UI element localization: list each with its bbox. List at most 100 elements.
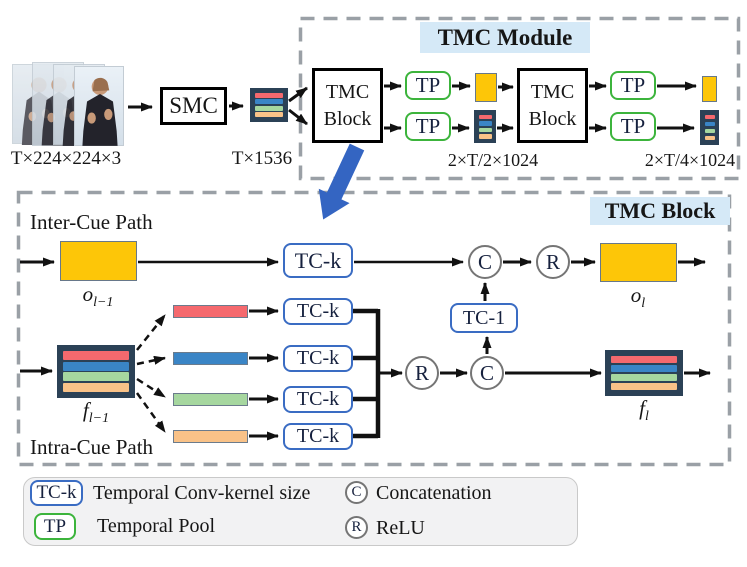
tck-label: TC-k bbox=[36, 482, 77, 503]
tmc-module-dashed-border bbox=[298, 16, 741, 181]
tck-intra-box-3: TC-k bbox=[283, 386, 353, 413]
f-out-stack bbox=[605, 350, 683, 396]
inter-feature-2 bbox=[702, 76, 717, 102]
cue-bar-red bbox=[478, 114, 492, 119]
tmc-block-1-line2: Block bbox=[323, 107, 372, 130]
cue-bar-blue bbox=[704, 121, 715, 127]
legend-tp-desc: Temporal Pool bbox=[97, 515, 216, 537]
concat-node-upper: C bbox=[468, 245, 502, 279]
cue-bar-blue bbox=[255, 99, 283, 105]
tp-box-2: TP bbox=[405, 112, 451, 141]
cue-bar-red bbox=[63, 351, 129, 360]
o-prev-box bbox=[60, 241, 137, 281]
smc-box: SMC bbox=[160, 87, 227, 125]
f-out-label: fl bbox=[639, 396, 649, 425]
tck-label: TC-k bbox=[296, 425, 340, 447]
legend-box bbox=[23, 477, 578, 546]
tmc-module-title-text: TMC Module bbox=[437, 24, 573, 50]
cue-bar-orange bbox=[704, 135, 715, 141]
inter-cue-path-label: Inter-Cue Path bbox=[30, 210, 153, 234]
tc1-box: TC-1 bbox=[450, 303, 518, 333]
tck-label: TC-k bbox=[296, 300, 340, 322]
video-frame bbox=[74, 66, 124, 146]
intra-cue-arrows bbox=[20, 306, 711, 441]
tmc-module-title: TMC Module bbox=[420, 22, 590, 53]
cue-bar-green bbox=[255, 105, 283, 111]
relu-symbol: R bbox=[545, 249, 560, 274]
feature-dims-label: T×1536 bbox=[231, 148, 293, 169]
cue-bar-orange bbox=[255, 111, 283, 117]
cue-bar-blue bbox=[63, 361, 129, 371]
tck-intra-box-1: TC-k bbox=[283, 298, 353, 325]
tp-box-3: TP bbox=[610, 71, 656, 100]
concat-symbol: C bbox=[351, 484, 362, 500]
tmc-block-title-text: TMC Block bbox=[604, 198, 716, 223]
tp-box-4: TP bbox=[610, 112, 656, 141]
smc-label: SMC bbox=[169, 93, 218, 118]
tck-intra-box-2: TC-k bbox=[283, 345, 353, 372]
input-dims-label: T×224×224×3 bbox=[10, 148, 122, 169]
cue-bar-orange bbox=[478, 134, 492, 139]
cue-bar-orange bbox=[63, 382, 129, 392]
tmc-block-2-line1: TMC bbox=[530, 80, 575, 103]
cue-bar-red bbox=[255, 93, 283, 98]
tp-label: TP bbox=[620, 73, 646, 97]
f-prev-stack bbox=[57, 345, 135, 398]
tmc-block-1: TMC Block bbox=[312, 68, 383, 143]
tc1-label: TC-1 bbox=[462, 306, 506, 329]
zoom-into-block-arrow bbox=[318, 143, 365, 220]
cue-bar-orange-single bbox=[173, 430, 248, 443]
cue-bar-red-single bbox=[173, 305, 248, 318]
cue-bar-red bbox=[611, 355, 677, 363]
legend-tck-chip: TC-k bbox=[30, 480, 83, 506]
tck-inter-box: TC-k bbox=[283, 243, 353, 278]
o-prev-label: ol−1 bbox=[82, 282, 114, 311]
legend-tck-desc: Temporal Conv-kernel size bbox=[93, 482, 311, 504]
tmc-block-dashed-border bbox=[16, 190, 732, 467]
tmc-block-title: TMC Block bbox=[590, 197, 730, 225]
f-prev-label: fl−1 bbox=[82, 398, 110, 427]
concat-symbol: C bbox=[477, 249, 492, 274]
cue-bar-green bbox=[611, 373, 677, 382]
sign-video-frames bbox=[12, 62, 124, 148]
relu-symbol: R bbox=[351, 519, 362, 535]
tp-label: TP bbox=[415, 114, 441, 138]
o-out-label: ol bbox=[630, 283, 646, 312]
cue-bar-orange bbox=[611, 382, 677, 391]
tck-label: TC-k bbox=[294, 247, 342, 273]
tck-intra-box-4: TC-k bbox=[283, 423, 353, 450]
feature-stack bbox=[250, 88, 288, 122]
concat-symbol: C bbox=[479, 360, 494, 385]
intra-cue-path-label: Intra-Cue Path bbox=[30, 435, 154, 459]
pipeline-arrows bbox=[128, 81, 697, 133]
legend-relu-chip: R bbox=[345, 516, 368, 539]
cue-bar-green bbox=[63, 372, 129, 382]
tck-label: TC-k bbox=[296, 388, 340, 410]
o-out-box bbox=[600, 243, 677, 282]
cue-bar-green bbox=[704, 128, 715, 134]
cue-bar-blue bbox=[611, 364, 677, 373]
relu-node-upper: R bbox=[536, 245, 570, 279]
stage1-dims-label: 2×T/2×1024 bbox=[447, 150, 539, 170]
inter-cue-arrows bbox=[20, 257, 706, 354]
tmc-block-1-line1: TMC bbox=[325, 80, 370, 103]
inter-feature-1 bbox=[475, 73, 497, 102]
cue-bar-blue bbox=[478, 121, 492, 126]
intra-feature-1 bbox=[474, 110, 496, 143]
tp-label: TP bbox=[620, 114, 646, 138]
legend-concat-chip: C bbox=[345, 481, 368, 504]
relu-symbol: R bbox=[414, 360, 429, 385]
cue-bar-blue-single bbox=[173, 352, 248, 365]
cue-bar-green-single bbox=[173, 393, 248, 406]
tmc-block-2: TMC Block bbox=[517, 68, 588, 143]
legend-relu-desc: ReLU bbox=[376, 517, 425, 539]
tp-box-1: TP bbox=[405, 71, 451, 100]
tp-label: TP bbox=[43, 515, 67, 537]
stage2-dims-label: 2×T/4×1024 bbox=[644, 150, 736, 170]
relu-node-lower: R bbox=[405, 356, 439, 390]
legend-tp-chip: TP bbox=[34, 513, 76, 540]
tmc-block-2-line2: Block bbox=[528, 107, 577, 130]
concat-node-lower: C bbox=[470, 356, 504, 390]
